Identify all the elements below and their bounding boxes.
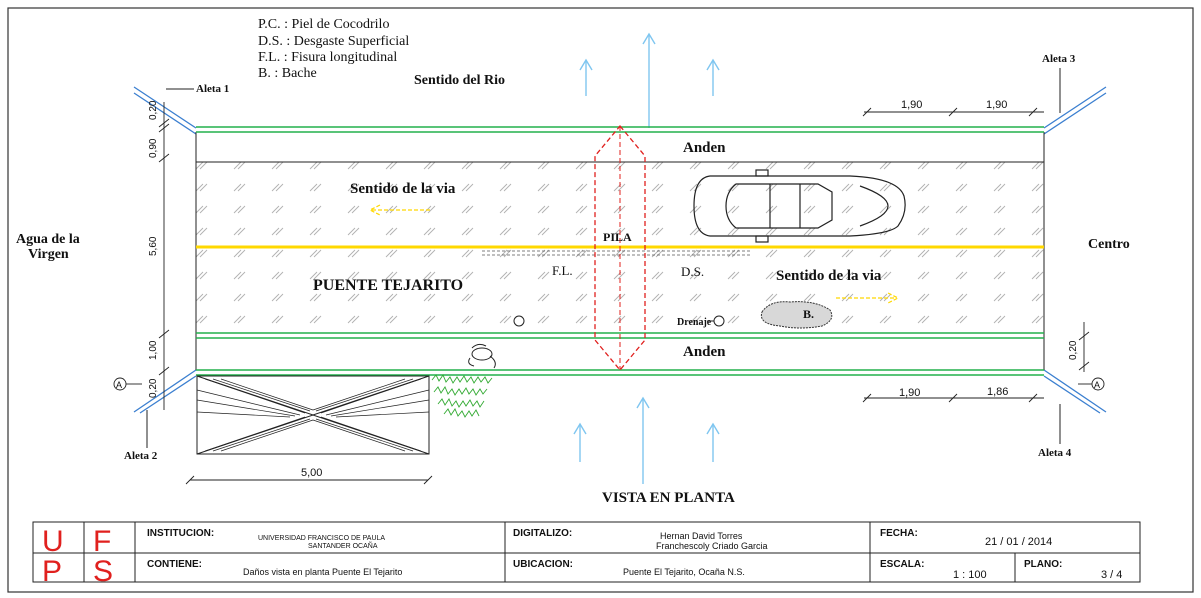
sidewalk-top-label: Anden	[683, 140, 726, 156]
wing-wall-3	[1043, 86, 1107, 135]
drain-icon	[513, 315, 525, 327]
section-marker: A	[1078, 377, 1105, 391]
dimension-label: 1,00	[148, 340, 159, 360]
legend-item: P.C. : Piel de Cocodrilo	[258, 17, 389, 32]
section-marker: A	[113, 377, 142, 391]
wear-label: D.S.	[681, 264, 704, 279]
dimension-label: 1,86	[987, 386, 1008, 398]
plano-label: PLANO:	[1024, 559, 1062, 570]
ubicacion-label: UBICACION:	[513, 559, 573, 570]
legend-item: F.L. : Fisura longitudinal	[258, 50, 397, 65]
river-flow-arrows	[573, 32, 720, 484]
contiene-value: Daños vista en planta Puente El Tejarito	[243, 567, 402, 577]
road-direction-label-1: Sentido de la via	[350, 181, 456, 197]
plano-value: 3 / 4	[1101, 569, 1122, 581]
logo-letter: S	[93, 555, 113, 588]
dimension-label: 1,90	[986, 99, 1007, 111]
wing-walls	[133, 86, 1107, 414]
drain-icon	[713, 315, 725, 327]
institucion-value: UNIVERSIDAD FRANCISCO DE PAULA	[258, 535, 385, 542]
left-dimension-chain	[158, 102, 170, 410]
view-title: VISTA EN PLANTA	[602, 490, 735, 506]
right-side-label: Centro	[1088, 237, 1130, 252]
pothole-label: B.	[803, 307, 814, 321]
dimension-label: 1,90	[901, 99, 922, 111]
fecha-label: FECHA:	[880, 528, 918, 539]
logo-letter: U	[42, 525, 64, 558]
vegetation-icon	[431, 374, 493, 418]
stairs-block	[196, 375, 430, 455]
section-marker-label: A	[1094, 380, 1100, 390]
ufps-logo: U F P S	[42, 525, 113, 588]
dimension-label: 5,00	[301, 467, 322, 479]
river-left-side-label: Agua de la	[16, 232, 80, 247]
logo-letter: P	[42, 555, 62, 588]
fecha-value: 21 / 01 / 2014	[985, 536, 1052, 548]
dimension-label: 0,20	[148, 378, 159, 398]
pothole-shape	[760, 301, 833, 329]
river-direction-label: Sentido del Rio	[414, 73, 505, 88]
pier-label: PILA	[603, 230, 632, 244]
digitalizo-label: DIGITALIZO:	[513, 528, 572, 539]
dimension-label: 0,20	[1068, 340, 1079, 360]
institucion-value: SANTANDER OCAÑA	[308, 541, 378, 550]
ubicacion-value: Puente El Tejarito, Ocaña N.S.	[623, 567, 745, 577]
road-direction-label-2: Sentido de la via	[776, 268, 882, 284]
section-marker-label: A	[116, 380, 122, 390]
institucion-label: INSTITUCION:	[147, 528, 214, 539]
wing-wall-1	[133, 86, 197, 135]
digitalizo-value: Hernan David Torres	[660, 531, 743, 541]
river-left-side-label: Virgen	[28, 247, 69, 262]
wing-4-label: Aleta 4	[1038, 447, 1072, 459]
dimension-label: 0,90	[148, 138, 159, 158]
sidewalk-bottom-label: Anden	[683, 344, 726, 360]
legend: P.C. : Piel de Cocodrilo D.S. : Desgaste…	[258, 17, 409, 81]
wing-1-label: Aleta 1	[196, 83, 229, 95]
crack-label: F.L.	[552, 263, 573, 278]
legend-item: B. : Bache	[258, 66, 317, 81]
wing-2-label: Aleta 2	[124, 450, 158, 462]
escala-label: ESCALA:	[880, 559, 924, 570]
contiene-label: CONTIENE:	[147, 559, 202, 570]
wing-3-label: Aleta 3	[1042, 53, 1076, 65]
legend-item: D.S. : Desgaste Superficial	[258, 34, 409, 49]
dimension-label: 0,20	[148, 100, 159, 120]
car-icon	[693, 169, 906, 243]
pedestrian-icon	[468, 343, 496, 369]
sheet-frame	[7, 7, 1194, 593]
digitalizo-value: Franchescoly Criado Garcia	[656, 541, 768, 551]
wing-wall-4	[1043, 369, 1107, 414]
drain-label: Drenaje	[677, 317, 712, 328]
bridge-name-label: PUENTE TEJARITO	[313, 277, 463, 294]
wing-wall-2	[133, 369, 197, 414]
logo-letter: F	[93, 525, 111, 558]
traffic-direction-arrow	[368, 204, 900, 304]
dimension-label: 5,60	[148, 236, 159, 256]
title-block	[32, 521, 1141, 583]
escala-value: 1 : 100	[953, 569, 987, 581]
dimension-label: 1,90	[899, 387, 920, 399]
